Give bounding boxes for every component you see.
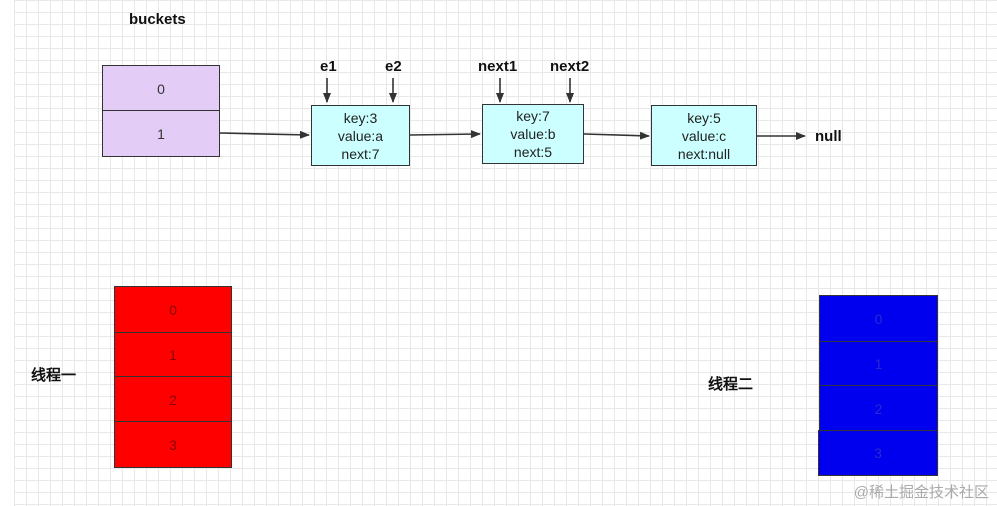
node-key: key:7 <box>516 108 550 124</box>
thread1-cell-3: 3 <box>114 421 232 468</box>
node-key: key:5 <box>687 109 721 126</box>
thread1-cell-1: 1 <box>114 332 232 378</box>
watermark: @稀土掘金技术社区 <box>853 484 989 501</box>
pointer-label-e2: e2 <box>385 58 402 75</box>
arrow-node2-to-node3 <box>583 131 650 140</box>
pointer-label-next2: next2 <box>550 58 590 75</box>
pointer-label-next1: next1 <box>478 58 518 75</box>
thread2-cell-2: 2 <box>819 385 938 432</box>
thread2-cell-0: 0 <box>819 295 938 343</box>
thread2-cell-1: 1 <box>819 341 938 387</box>
arrow-node1-to-node2 <box>409 130 481 139</box>
node-value: value:b <box>510 126 556 142</box>
null-label: null <box>815 128 842 145</box>
thread1-label: 线程一 <box>31 367 77 384</box>
list-node-3: key:5 value:c next:null <box>651 105 757 166</box>
pointer-label-e1: e1 <box>320 58 337 75</box>
bucket-cell-1: 1 <box>102 110 220 157</box>
node-next: next:7 <box>341 145 380 162</box>
buckets-title: buckets <box>129 11 186 28</box>
thread2-cell-3: 3 <box>818 430 938 476</box>
thread1-cell-2: 2 <box>114 376 232 423</box>
thread2-label: 线程二 <box>708 376 754 393</box>
list-node-1: key:3 value:a next:7 <box>311 105 410 166</box>
node-value: value:a <box>337 127 384 144</box>
node-next: next:null <box>677 145 731 162</box>
list-node-2: key:7 value:b next:5 <box>482 104 584 164</box>
node-next: next:5 <box>513 144 553 160</box>
node-key: key:3 <box>343 109 378 126</box>
thread1-cell-0: 0 <box>114 286 232 333</box>
node-value: value:c <box>681 127 727 144</box>
arrow-bucket-to-node1 <box>219 130 310 139</box>
